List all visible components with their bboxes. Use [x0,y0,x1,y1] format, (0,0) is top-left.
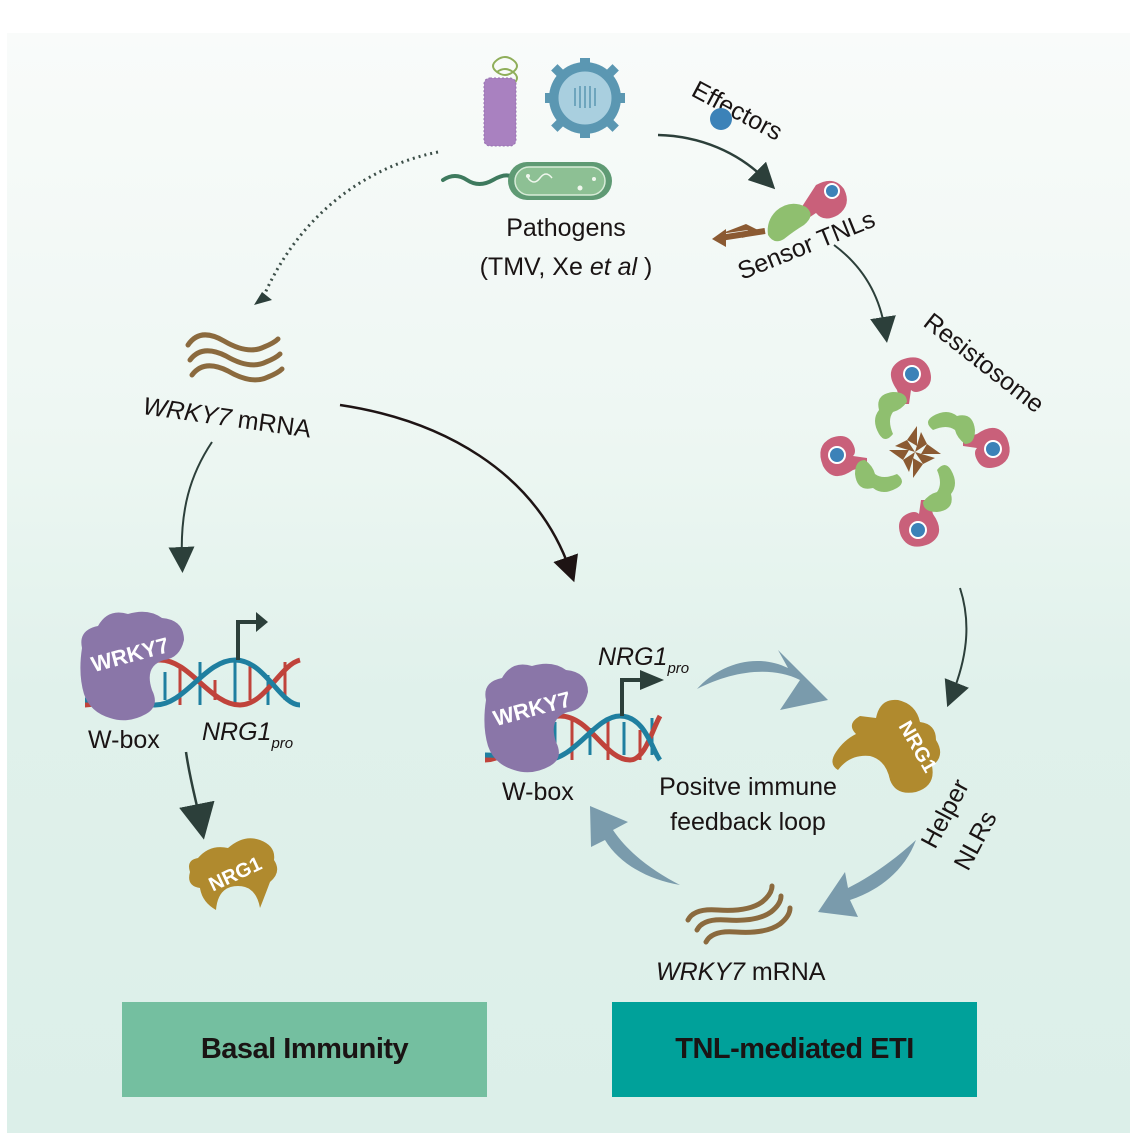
feedback-arrow-nrg1-to-mrna [818,840,916,917]
effectors-label: Effectors [687,76,787,147]
tmv-virus-icon [483,56,518,147]
left-wbox-label: W-box [88,726,160,754]
wrky7-mrna-right-label: WRKY7 mRNA [656,958,826,986]
right-wrky7-protein-icon: WRKY7 [484,663,588,773]
wrky7-mrna-left-label: WRKY7 mRNA [141,392,313,443]
tnl-mediated-eti-box: TNL-mediated ETI [612,1002,977,1097]
pathogens-examples: (TMV, Xe et al ) [480,253,653,281]
feedback-loop-label-line1: Positve immune [659,773,837,801]
sensor-to-resistosome-arrow [833,244,896,343]
basal-immunity-box: Basal Immunity [122,1002,487,1097]
promoter-to-left-nrg1-arrow [179,751,215,840]
mrna-to-left-wrky7-arrow [168,441,213,573]
resistosome-label: Resistosome [918,308,1049,419]
pathogen-to-mrna-dotted-arrow [260,150,439,301]
pathogen-to-sensor-arrow [657,133,776,190]
pathogens-label: Pathogens [506,214,626,242]
left-nrg1-protein-icon: NRG1 [189,838,278,910]
virus-particle-icon [545,58,625,138]
resistosome-to-nrg1-arrow [944,587,969,708]
feedback-loop-label-line2: feedback loop [670,808,826,836]
resistosome-icon [820,357,1010,547]
effector-icon [710,108,732,130]
feedback-arrow-promoter-to-nrg1 [697,650,828,710]
right-wbox-label: W-box [502,778,574,806]
wrky7-mrna-left-icon [185,332,285,383]
sensor-tnl-icon [712,180,847,247]
bacterium-icon [441,162,612,200]
left-promoter-label: NRG1pro [202,718,293,752]
diagram-background [7,33,1130,1133]
mrna-to-right-wrky7-arrow [339,403,578,583]
feedback-arrow-mrna-to-wrky7 [590,806,680,885]
dotted-arrowhead-icon [254,292,272,305]
wrky7-mrna-right-icon [685,883,793,945]
pathogens-group: Pathogens (TMV, Xe et al ) [441,56,653,281]
feedback-loop-arrows [590,650,916,917]
right-nrg1-helper-icon: NRG1 [832,699,941,793]
right-promoter-label: NRG1pro [598,643,689,677]
